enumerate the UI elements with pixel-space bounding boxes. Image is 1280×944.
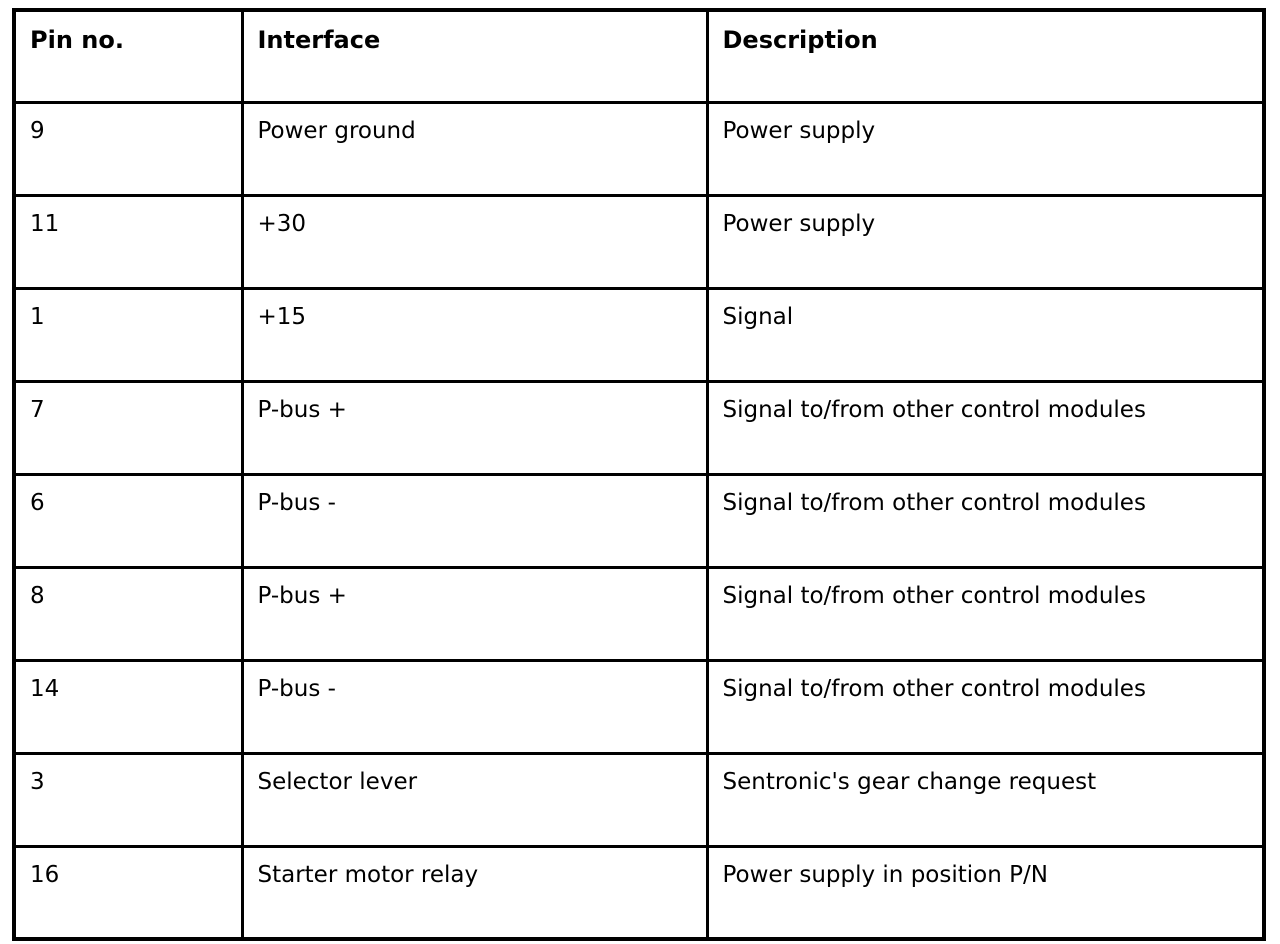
pin-cell: 14 [12,658,244,755]
pin-cell: 1 [12,286,244,383]
interface-cell: P-bus + [240,379,709,476]
description-cell: Signal to/from other control modules [705,379,1266,476]
table-row: 8 P-bus + Signal to/from other control m… [12,565,1266,662]
table-row: 14 P-bus - Signal to/from other control … [12,658,1266,755]
pin-assignment-table: Pin no. Interface Description 9 Power gr… [12,8,1266,941]
table-row: 1 +15 Signal [12,286,1266,383]
interface-cell: Starter motor relay [240,844,709,941]
pin-cell: 6 [12,472,244,569]
description-cell: Power supply [705,100,1266,197]
pin-cell: 16 [12,844,244,941]
pin-cell: 11 [12,193,244,290]
description-cell: Power supply in position P/N [705,844,1266,941]
header-description: Description [705,8,1266,104]
description-cell: Sentronic's gear change request [705,751,1266,848]
pin-cell: 7 [12,379,244,476]
interface-cell: P-bus - [240,658,709,755]
pin-cell: 8 [12,565,244,662]
table-header: Pin no. Interface Description [12,8,1266,104]
interface-cell: Selector lever [240,751,709,848]
table-header-row: Pin no. Interface Description [12,8,1266,104]
description-cell: Signal to/from other control modules [705,472,1266,569]
table-row: 7 P-bus + Signal to/from other control m… [12,379,1266,476]
interface-cell: +15 [240,286,709,383]
pin-cell: 9 [12,100,244,197]
table-row: 16 Starter motor relay Power supply in p… [12,844,1266,941]
interface-cell: P-bus - [240,472,709,569]
table-body: 9 Power ground Power supply 11 +30 Power… [12,100,1266,941]
interface-cell: +30 [240,193,709,290]
description-cell: Signal to/from other control modules [705,658,1266,755]
interface-cell: P-bus + [240,565,709,662]
description-cell: Signal to/from other control modules [705,565,1266,662]
table-row: 11 +30 Power supply [12,193,1266,290]
pin-cell: 3 [12,751,244,848]
table-row: 3 Selector lever Sentronic's gear change… [12,751,1266,848]
description-cell: Power supply [705,193,1266,290]
table-row: 9 Power ground Power supply [12,100,1266,197]
header-interface: Interface [240,8,709,104]
table-row: 6 P-bus - Signal to/from other control m… [12,472,1266,569]
description-cell: Signal [705,286,1266,383]
header-pin-no: Pin no. [12,8,244,104]
interface-cell: Power ground [240,100,709,197]
